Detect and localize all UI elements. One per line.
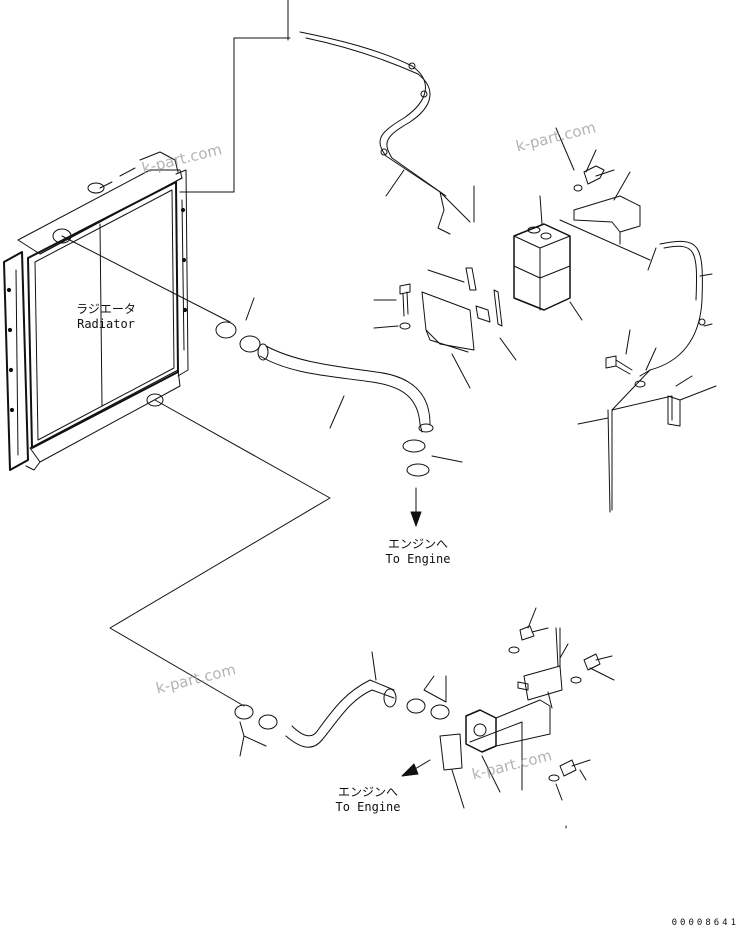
leader-lines (239, 127, 717, 829)
drawing-code: 00008641 (671, 918, 739, 928)
to-engine-label-lower-en: To Engine (335, 800, 401, 814)
upper-hose (61, 235, 434, 527)
to-engine-label-lower: エンジンへ To Engine (318, 785, 418, 815)
tube-clamp-assembly (559, 165, 706, 513)
radiator-label: ラジエータ Radiator (56, 302, 156, 332)
to-engine-label-lower-jp: エンジンへ (337, 785, 398, 799)
to-engine-label-upper-jp: エンジンへ (387, 537, 448, 551)
mounting-bracket (399, 267, 503, 353)
radiator-label-en: Radiator (77, 317, 135, 331)
reserve-tank (513, 195, 641, 311)
overflow-tube (179, 0, 471, 235)
to-engine-label-upper: エンジンへ To Engine (368, 537, 468, 567)
lower-hose (109, 399, 450, 777)
to-engine-label-upper-en: To Engine (385, 552, 451, 566)
water-outlet-housing (439, 625, 613, 782)
radiator-label-jp: ラジエータ (76, 302, 136, 316)
radiator (3, 151, 189, 471)
